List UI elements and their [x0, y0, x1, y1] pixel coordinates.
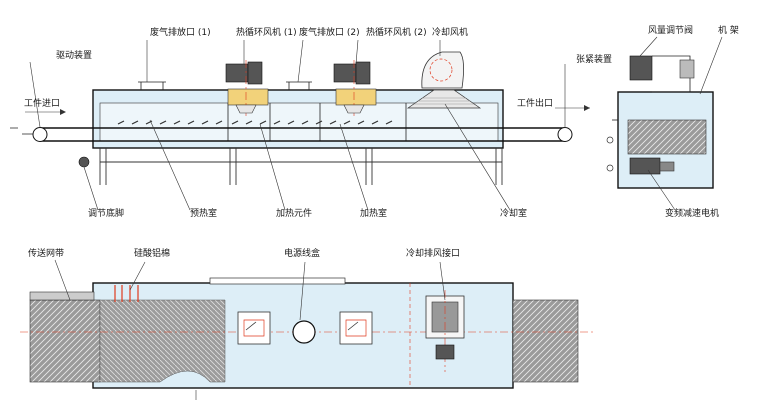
tension-roller: [557, 127, 573, 142]
label-heating-element: 加热元件: [276, 207, 312, 219]
drive-motor-icon: [78, 156, 90, 168]
label-heating-room: 加热室: [360, 207, 387, 219]
drive-roller: [32, 127, 48, 142]
air-valve-icon: [629, 55, 653, 81]
hot-fan-2-device: [333, 60, 377, 118]
label-adjust-foot: 调节底脚: [88, 207, 124, 219]
label-silicate-wool: 硅酸铝棉: [134, 247, 170, 259]
label-tension-device: 张紧装置: [576, 53, 612, 65]
label-cooling-fan: 冷却风机: [432, 26, 468, 38]
label-power-box: 电源线盒: [284, 247, 320, 259]
front-elevation: [10, 51, 573, 185]
label-cooling-room: 冷却室: [500, 207, 527, 219]
support-legs: [99, 148, 503, 185]
label-work-outlet: 工件出口: [517, 97, 553, 109]
label-cool-exhaust-port: 冷却排风接口: [406, 247, 460, 259]
label-mesh-belt: 传送网带: [28, 247, 64, 259]
label-preheat-room: 预热室: [190, 207, 217, 219]
label-exhaust-outlet-2: 废气排放口 (2): [299, 26, 360, 38]
label-work-inlet: 工件进口: [24, 97, 60, 109]
power-box-icon: [292, 320, 316, 344]
cooling-fan-device: [406, 51, 482, 109]
label-vf-motor: 变频减速电机: [665, 207, 719, 219]
plan-view: [20, 277, 595, 389]
plan-fan-1: [237, 311, 271, 345]
leader-lines: [25, 36, 723, 400]
power-cable-box: [209, 277, 346, 285]
conveyor-belt-line: [40, 127, 565, 142]
label-air-valve: 风量调节阀: [648, 25, 693, 36]
plan-fan-2: [339, 311, 373, 345]
exhaust-stack-1: [138, 81, 166, 90]
side-mesh: [627, 119, 707, 155]
wool-rods: [114, 285, 139, 302]
vf-motor-icon: [629, 157, 661, 175]
label-hot-fan-2: 热循环风机 (2): [366, 26, 427, 38]
side-view: [606, 55, 714, 189]
plan-mesh-right: [512, 299, 579, 383]
label-exhaust-outlet-1: 废气排放口 (1): [150, 26, 211, 38]
plan-mesh-left: [29, 299, 101, 383]
hot-fan-1-device: [225, 60, 269, 118]
label-layer: 废气排放口 (1) 热循环风机 (1) 废气排放口 (2) 热循环风机 (2) …: [24, 24, 739, 259]
exhaust-stack-2: [286, 81, 312, 90]
label-frame: 机 架: [718, 24, 739, 36]
oven-inner-panel: [99, 102, 499, 142]
label-hot-fan-1: 热循环风机 (1): [236, 26, 297, 38]
label-drive-device: 驱动装置: [56, 49, 92, 61]
plan-cooling-exhaust: [425, 290, 465, 372]
heater-dashes: [117, 120, 393, 125]
